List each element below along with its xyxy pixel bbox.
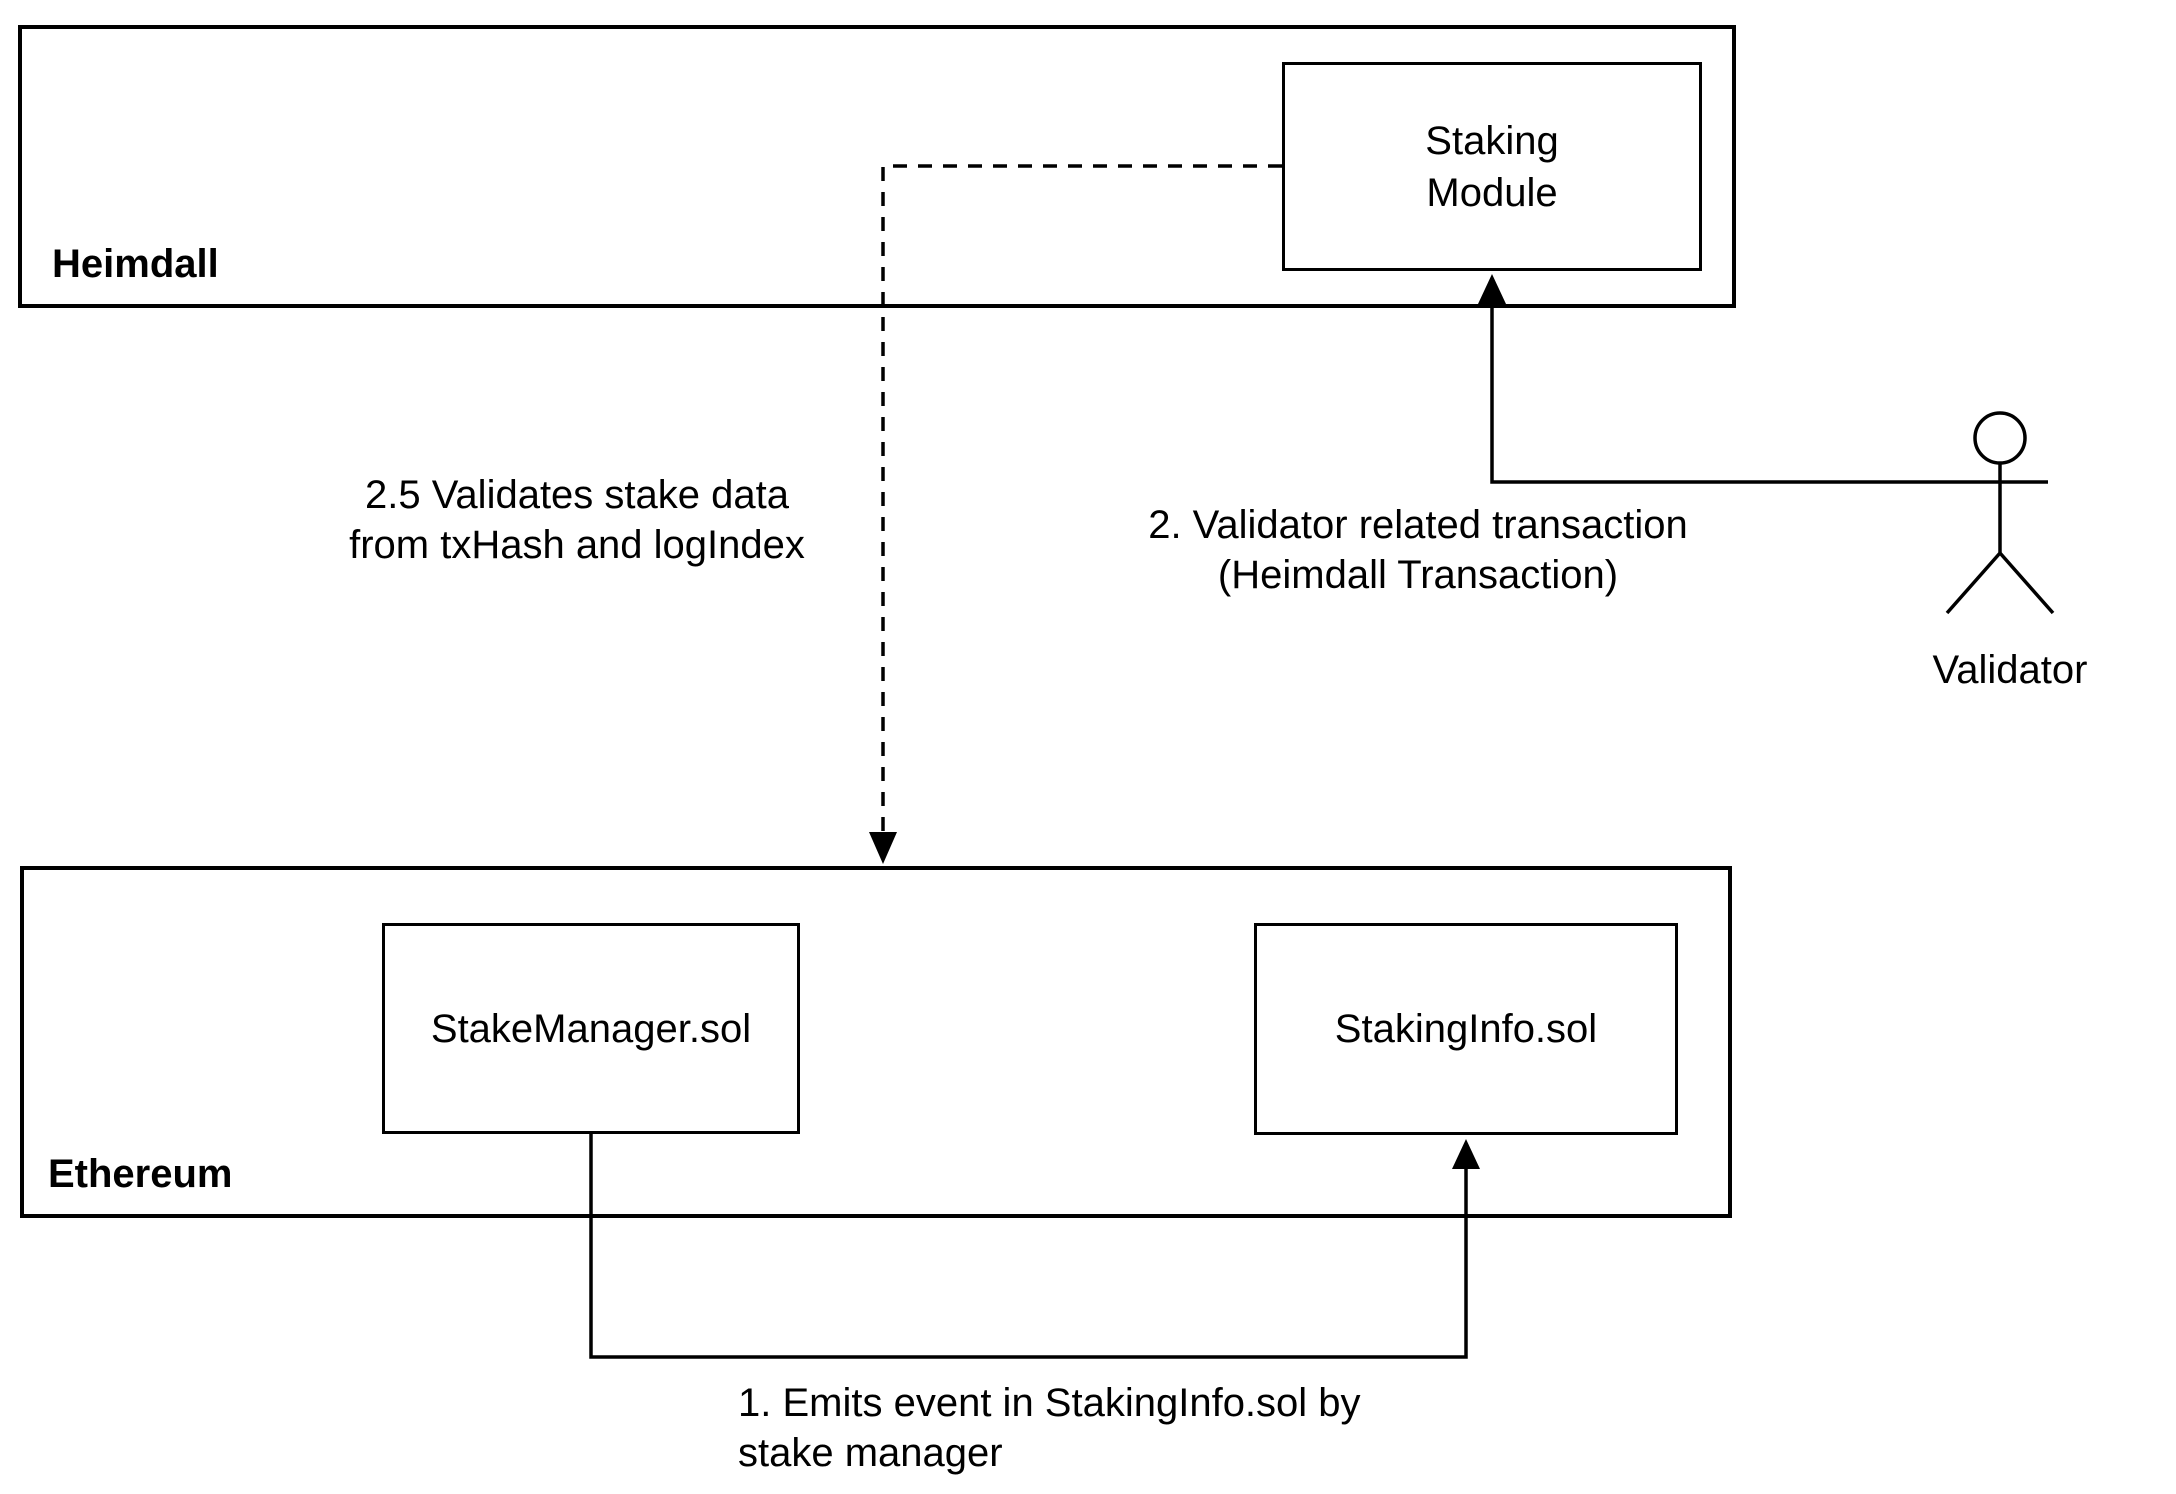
validates-stake-edge: [869, 164, 1282, 864]
validates-stake-arrowhead-icon: [869, 832, 897, 864]
staking-module-node-label: Staking Module: [1425, 118, 1559, 215]
emit-event-edge-label: 1. Emits event in StakingInfo.sol by sta…: [738, 1381, 1361, 1475]
emit-event-edge-path: [589, 1134, 1468, 1359]
ethereum-container: Ethereum: [20, 866, 1732, 1218]
stake-manager-node-label: StakeManager.sol: [430, 1006, 752, 1051]
validator-transaction-arrowhead-icon: [1478, 274, 1506, 304]
validator-actor-head: [1973, 411, 2027, 465]
validator-actor-label: Validator: [1932, 648, 2088, 692]
staking-info-node-label: StakingInfo.sol: [1334, 1007, 1598, 1051]
validator-actor-body: [1945, 463, 2055, 615]
staking-module-node: Staking Module: [1282, 62, 1702, 271]
validator-transaction-edge: [1478, 274, 2048, 484]
staking-info-node: StakingInfo.sol: [1254, 923, 1678, 1135]
emit-event-arrowhead-icon: [1452, 1139, 1480, 1169]
validator-actor-icon: [1945, 411, 2055, 615]
validator-transaction-edge-label: 2. Validator related transaction (Heimda…: [1148, 503, 1688, 597]
ethereum-container-label: Ethereum: [48, 1152, 233, 1196]
emit-event-edge: [589, 1134, 1480, 1359]
heimdall-container: Heimdall: [18, 25, 1736, 308]
validator-transaction-edge-path: [1490, 302, 2048, 484]
validates-stake-edge-label: 2.5 Validates stake data from txHash and…: [349, 473, 805, 567]
validates-stake-edge-path: [881, 164, 1282, 836]
stake-manager-node: StakeManager.sol: [382, 923, 800, 1134]
heimdall-container-label: Heimdall: [52, 242, 219, 286]
